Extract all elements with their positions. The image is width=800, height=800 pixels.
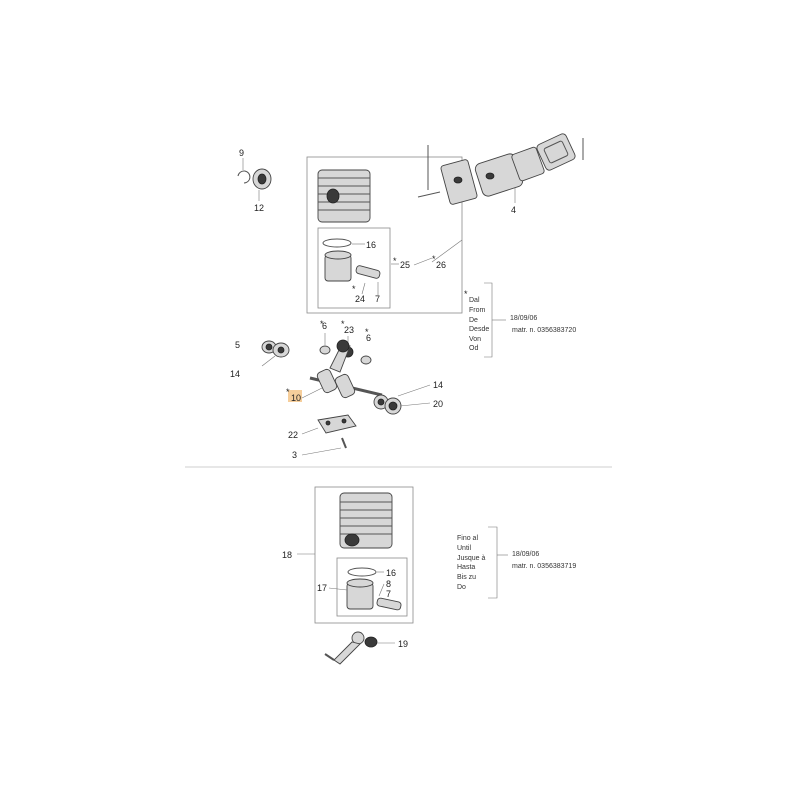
piston-ring-16-bottom [347,567,377,577]
star-23: * [341,319,345,329]
callout-14-right: 14 [433,380,443,390]
callout-20: 20 [433,399,443,409]
star-6-right: * [365,327,369,337]
serial-note-top: * Dal From De Desde Von Od 18/09/06 matr… [464,282,576,358]
callout-14-left: 14 [230,369,240,379]
cylinder-kit-frame-bottom [314,486,414,624]
note-top-word-5: Von [469,336,481,343]
star-10: * [286,387,290,397]
note-bottom-word-6: Do [457,584,466,591]
star-26: * [432,254,436,264]
screw-3 [341,437,347,449]
callout-17: 17 [317,583,327,593]
crankcase-plate-22 [317,414,357,434]
piston-ring-16 [322,238,352,248]
note-top-word-4: Desde [469,326,489,333]
note-bottom-word-4: Hasta [457,564,475,571]
note-top-word-2: From [469,307,486,314]
washer-6-right [360,355,372,365]
callout-19: 19 [398,639,408,649]
highlight-10 [288,390,302,402]
piston-bottom [346,578,374,610]
circlip-9 [237,170,251,184]
note-bottom-word-2: Until [457,545,471,552]
callout-6-right: 6 [366,333,371,343]
callout-18: 18 [282,550,292,560]
callout-5: 5 [235,340,240,350]
star-24: * [352,284,356,294]
callout-6-left: 6 [322,321,327,331]
note-bottom-serial: matr. n. 0356383719 [512,563,576,570]
piston-kit-frame-bottom [336,557,408,617]
callout-10: 10 [291,393,301,403]
callout-26: 26 [436,260,446,270]
bearing-5 [261,340,277,354]
callout-25: 25 [400,260,410,270]
callout-8: 8 [386,579,391,589]
piston-kit-frame [317,227,391,309]
star-25: * [393,256,397,266]
note-bottom-date: 18/09/06 [512,551,539,558]
note-top-word-6: Od [469,345,478,352]
callout-9: 9 [239,148,244,158]
callout-16-bottom: 16 [386,568,396,578]
star-6-left: * [320,319,324,329]
cylinder-kit-frame [306,156,463,314]
connecting-rod-bottom [324,631,365,665]
callout-23: 23 [344,325,354,335]
cylinder-drawing-bottom [339,492,393,549]
piston-pin [355,265,381,279]
note-top-star: * [464,289,468,299]
note-top-word-1: Dal [469,297,480,304]
callout-12: 12 [254,203,264,213]
note-top-serial: matr. n. 0356383720 [512,327,576,334]
bearing-20 [384,397,402,415]
bearing-19 [364,636,378,648]
callout-24: 24 [355,294,365,304]
note-top-date: 18/09/06 [510,315,537,322]
callout-3: 3 [292,450,297,460]
callout-22: 22 [288,430,298,440]
bearing-12 [252,168,272,190]
callout-16-top: 16 [366,240,376,250]
serial-note-bottom: Fino al Until Jusque à Hasta Bis zu Do 1… [457,526,576,599]
cylinder-drawing [317,169,371,223]
note-bottom-word-3: Jusque à [457,555,486,562]
note-bottom-word-5: Bis zu [457,574,476,581]
piston [324,250,352,282]
callout-7-bottom: 7 [386,589,391,599]
callout-4: 4 [511,205,516,215]
washer-6-left [319,345,331,355]
piston-pin-bottom [376,597,402,611]
callout-7-top: 7 [375,294,380,304]
note-bottom-word-1: Fino al [457,535,478,542]
seal-14-left [272,342,290,358]
crankshaft [309,339,383,399]
note-top-word-3: De [469,317,478,324]
muffler-assembly [417,133,584,205]
